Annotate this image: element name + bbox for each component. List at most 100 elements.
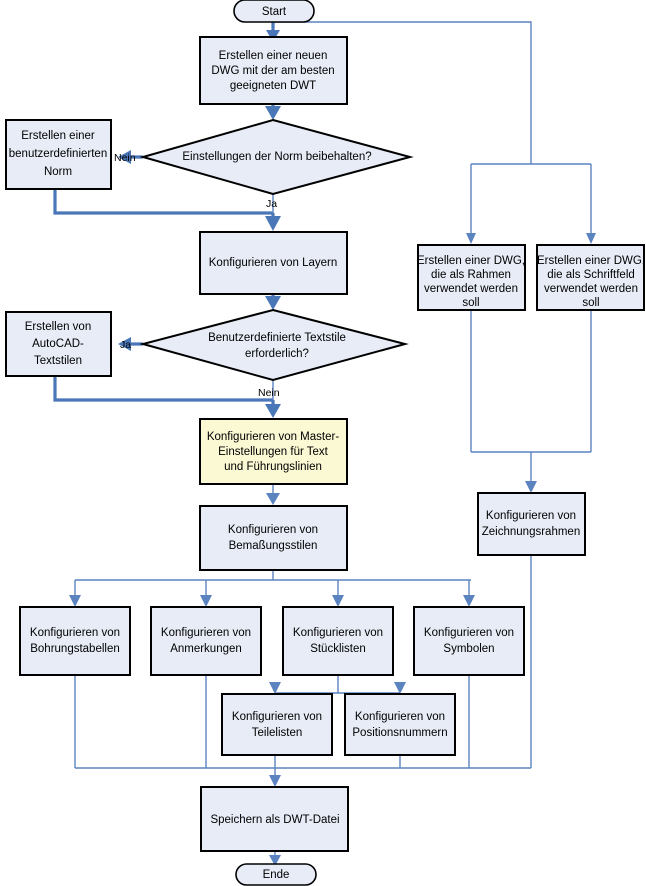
edge-label-layer: Nein Ja Ja Nein (114, 152, 280, 399)
edge-label-norm-no: Nein (114, 152, 136, 164)
drawing-borders-label-2: Zeichnungsrahmen (482, 526, 580, 538)
decision-norm-shape (139, 118, 414, 196)
dimension-styles-shape (199, 505, 348, 571)
decision-norm-label: Einstellungen der Norm beibehalten? (182, 151, 371, 163)
arrowhead-autocad-textstyles (118, 337, 131, 351)
arrowhead-end (269, 855, 281, 866)
custom-norm-label-1: Erstellen einer (21, 130, 95, 142)
node-balloons[interactable]: Konfigurieren von Positionsnummern (344, 693, 456, 756)
custom-norm-shape (5, 119, 112, 190)
node-drawing-borders[interactable]: Konfigurieren von Zeichnungsrahmen (477, 492, 586, 556)
arrowhead-decision-norm (265, 106, 281, 120)
arrowhead-annotations (200, 595, 212, 607)
drawing-borders-shape (477, 492, 586, 556)
end-label: Ende (263, 869, 290, 881)
annotations-label-1: Konfigurieren von (161, 627, 251, 639)
arrowhead-dwg-frame (466, 233, 476, 244)
autocad-textstyles-label-1: Erstellen von (25, 321, 91, 333)
symbols-label-2: Symbolen (443, 643, 494, 655)
part-lists-2-label-1: Konfigurieren von (232, 711, 322, 723)
connector-autocad-textstyles-loop (53, 375, 273, 402)
node-start[interactable]: Start (233, 0, 315, 23)
dwg-frame-label-4: soll (462, 297, 479, 309)
save-dwt-label: Speichern als DWT-Datei (210, 814, 339, 826)
annotations-label-2: Anmerkungen (170, 643, 242, 655)
create-dwg-label-3: geeigneten DWT (230, 80, 316, 92)
edge-label-norm-yes: Ja (266, 198, 277, 210)
dwg-titleblock-label-3: verwendet werden (544, 283, 638, 295)
custom-norm-label-2: benutzerdefinierten (9, 148, 107, 160)
dwg-titleblock-label-2: die als Schriftfeld (547, 269, 635, 281)
dwg-titleblock-label-4: soll (582, 297, 599, 309)
node-layers[interactable]: Konfigurieren von Layern (199, 231, 348, 295)
arrowhead-hole-tables (69, 595, 81, 607)
autocad-textstyles-label-3: Textstilen (34, 355, 82, 367)
hole-tables-shape (19, 606, 131, 676)
hole-tables-label-2: Bohrungstabellen (30, 643, 120, 655)
layers-label: Konfigurieren von Layern (209, 257, 338, 269)
node-master-settings[interactable]: Konfigurieren von Master- Einstellungen … (199, 418, 348, 485)
connector-custom-norm-loop (53, 189, 273, 215)
symbols-shape (413, 606, 525, 676)
connector-start-right-branch (273, 21, 532, 164)
arrowhead-custom-norm (118, 150, 131, 164)
autocad-textstyles-shape (5, 311, 112, 377)
balloons-label-1: Konfigurieren von (355, 711, 445, 723)
edge-label-textstyles-no: Nein (258, 387, 280, 399)
layers-shape (199, 231, 348, 295)
dwg-frame-label-1: Erstellen einer DWG, (417, 255, 525, 267)
dwg-frame-label-2: die als Rahmen (431, 269, 511, 281)
node-custom-norm[interactable]: Erstellen einer benutzerdefinierten Norm (5, 119, 112, 190)
master-settings-label-2: Einstellungen für Text (218, 446, 329, 458)
node-create-dwg[interactable]: Erstellen einer neuen DWG mit der am bes… (199, 36, 348, 105)
arrowhead-balloons (394, 682, 406, 694)
dwg-titleblock-label-1: Erstellen einer DWG, (537, 255, 645, 267)
dimension-styles-label-2: Bemaßungsstilen (229, 540, 318, 552)
arrowhead-dwg-titleblock (586, 233, 596, 244)
save-dwt-shape (200, 786, 349, 852)
decision-textstyles-label-1: Benutzerdefinierte Textstile (208, 332, 346, 344)
decision-textstyles-label-2: erforderlich? (245, 348, 309, 360)
balloons-shape (344, 693, 456, 756)
create-dwg-label-1: Erstellen einer neuen (219, 50, 328, 62)
start-shape (233, 0, 315, 23)
edge-label-textstyles-yes: Ja (120, 339, 131, 351)
annotations-shape (150, 606, 262, 676)
node-part-lists-2[interactable]: Konfigurieren von Teilelisten (221, 693, 333, 756)
parts-lists-label-2: Stücklisten (310, 643, 366, 655)
node-symbols[interactable]: Konfigurieren von Symbolen (413, 606, 525, 676)
arrowhead-master-settings (265, 404, 281, 418)
part-lists-2-label-2: Teilelisten (252, 727, 303, 739)
symbols-label-1: Konfigurieren von (424, 627, 514, 639)
node-dwg-titleblock[interactable]: Erstellen einer DWG, die als Schriftfeld… (536, 244, 645, 311)
node-save-dwt[interactable]: Speichern als DWT-Datei (200, 786, 349, 852)
decision-textstyles-shape (139, 308, 409, 382)
part-lists-2-shape (221, 693, 333, 756)
create-dwg-label-2: DWG mit der am besten (211, 65, 334, 77)
node-autocad-textstyles[interactable]: Erstellen von AutoCAD- Textstilen (5, 311, 112, 377)
arrowhead-part-lists-2 (269, 682, 281, 694)
parts-lists-shape (282, 606, 394, 676)
arrowhead-dimension-styles (266, 493, 280, 505)
start-label: Start (262, 6, 287, 18)
arrowhead-decision-textstyles (265, 296, 281, 310)
arrowhead-save-dwt (269, 775, 281, 787)
node-hole-tables[interactable]: Konfigurieren von Bohrungstabellen (19, 606, 131, 676)
node-decision-norm[interactable]: Einstellungen der Norm beibehalten? (139, 118, 414, 196)
node-end[interactable]: Ende (235, 863, 317, 886)
node-dimension-styles[interactable]: Konfigurieren von Bemaßungsstilen (199, 505, 348, 571)
node-annotations[interactable]: Konfigurieren von Anmerkungen (150, 606, 262, 676)
hole-tables-label-1: Konfigurieren von (30, 627, 120, 639)
balloons-label-2: Positionsnummern (352, 727, 447, 739)
arrowhead-layers (265, 216, 281, 231)
master-settings-label-3: und Führungslinien (224, 461, 322, 473)
parts-lists-label-1: Konfigurieren von (293, 627, 383, 639)
drawing-borders-label-1: Konfigurieren von (486, 510, 576, 522)
arrowhead-symbols (463, 595, 475, 607)
node-dwg-frame[interactable]: Erstellen einer DWG, die als Rahmen verw… (417, 244, 526, 311)
custom-norm-label-3: Norm (44, 166, 72, 178)
node-decision-textstyles[interactable]: Benutzerdefinierte Textstile erforderlic… (139, 308, 409, 382)
arrowhead-drawing-borders (525, 481, 537, 493)
node-parts-lists[interactable]: Konfigurieren von Stücklisten (282, 606, 394, 676)
